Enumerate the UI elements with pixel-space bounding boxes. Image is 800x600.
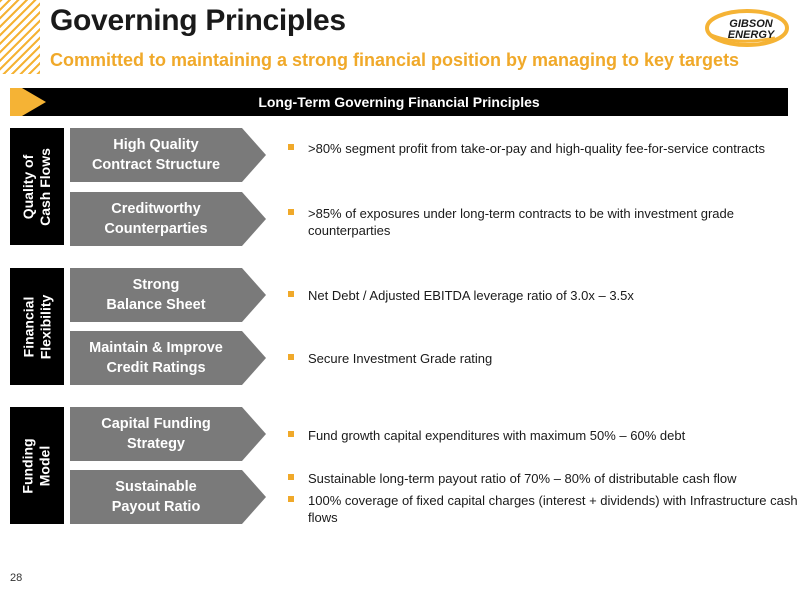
bullet-square-icon: [288, 496, 294, 502]
pill-creditworthy-counterparties: Creditworthy Counterparties: [70, 192, 266, 246]
group-label-funding-model: Funding Model: [10, 407, 64, 524]
bullet-square-icon: [288, 431, 294, 437]
bullet-item: Net Debt / Adjusted EBITDA leverage rati…: [288, 287, 800, 304]
banner-arrow-icon: [22, 88, 46, 116]
bullet-square-icon: [288, 474, 294, 480]
principles-banner: Long-Term Governing Financial Principles: [10, 88, 788, 116]
pill-strong-balance-sheet: Strong Balance Sheet: [70, 268, 266, 322]
group-label-quality-of-cash-flows: Quality of Cash Flows: [10, 128, 64, 245]
banner-title: Long-Term Governing Financial Principles: [258, 94, 540, 110]
bullet-item: 100% coverage of fixed capital charges (…: [288, 492, 800, 526]
bullet-item: >80% segment profit from take-or-pay and…: [288, 140, 800, 157]
page-title: Governing Principles: [50, 4, 346, 37]
pill-sustainable-payout-ratio: Sustainable Payout Ratio: [70, 470, 266, 524]
gibson-energy-logo: GIBSON ENERGY: [705, 8, 790, 48]
bullet-item: Sustainable long-term payout ratio of 70…: [288, 470, 800, 487]
group-label-financial-flexibility: Financial Flexibility: [10, 268, 64, 385]
bullet-item: Fund growth capital expenditures with ma…: [288, 427, 800, 444]
page-number: 28: [10, 572, 23, 584]
svg-text:ENERGY: ENERGY: [728, 29, 776, 41]
banner-accent: [10, 88, 22, 116]
pill-capital-funding-strategy: Capital Funding Strategy: [70, 407, 266, 461]
bullet-square-icon: [288, 291, 294, 297]
bullet-item: Secure Investment Grade rating: [288, 350, 800, 367]
bullet-item: >85% of exposures under long-term contra…: [288, 205, 800, 239]
bullet-square-icon: [288, 209, 294, 215]
decorative-stripes: [0, 0, 40, 74]
pill-maintain-improve-credit-ratings: Maintain & Improve Credit Ratings: [70, 331, 266, 385]
svg-text:GIBSON: GIBSON: [729, 18, 773, 30]
pill-high-quality-contract-structure: High Quality Contract Structure: [70, 128, 266, 182]
page-subtitle: Committed to maintaining a strong financ…: [50, 50, 740, 70]
bullet-square-icon: [288, 144, 294, 150]
bullet-square-icon: [288, 354, 294, 360]
